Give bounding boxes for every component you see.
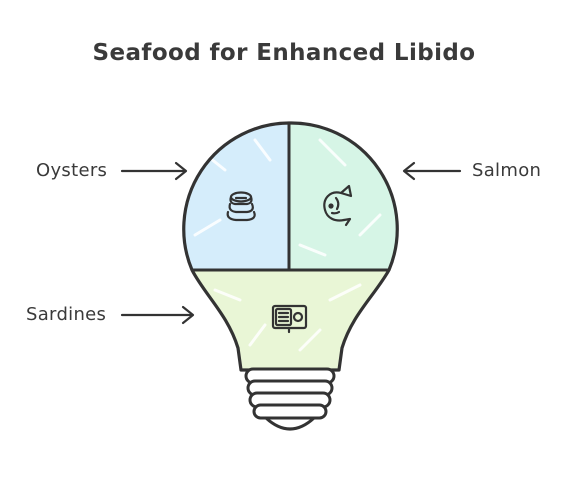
sardine-tin-icon [271,304,308,334]
arrow-oysters [120,161,188,181]
diagram-title: Seafood for Enhanced Libido [92,40,476,66]
segment-salmon [289,122,398,270]
arrow-sardines [120,305,195,325]
segment-oysters [183,122,289,270]
label-sardines: Sardines [26,304,107,325]
label-oysters: Oysters [36,160,108,181]
fish-icon [323,184,353,227]
label-salmon: Salmon [472,160,542,181]
bulb-base [244,367,336,431]
arrow-salmon [402,161,462,181]
oyster-stack-icon [226,191,256,222]
